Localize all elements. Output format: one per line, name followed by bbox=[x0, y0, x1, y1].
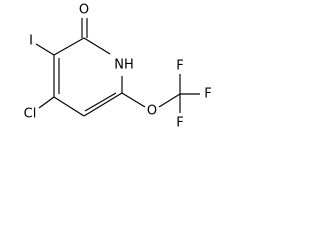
bond-c2-n1 bbox=[83, 37, 111, 55]
substituent-bonds bbox=[35, 18, 200, 113]
oxygen-carbonyl-label: O bbox=[79, 3, 89, 18]
fluorine-bottom-label: F bbox=[176, 116, 183, 131]
bond-o-cf3 bbox=[158, 93, 181, 108]
fluorine-top-label: F bbox=[176, 59, 183, 74]
ring-bonds bbox=[53, 37, 123, 117]
fluorine-right-label: F bbox=[204, 87, 211, 102]
bond-c6-c5-inner bbox=[84, 92, 117, 112]
chlorine-label: Cl bbox=[24, 107, 37, 122]
atom-labels: O NH I Cl O F F F bbox=[24, 3, 212, 131]
bond-c3-c2 bbox=[53, 37, 85, 56]
bond-c5-c4 bbox=[53, 96, 85, 117]
iodine-label: I bbox=[29, 34, 33, 49]
structure-diagram: O NH I Cl O F F F bbox=[24, 3, 212, 131]
bond-c6-o bbox=[121, 92, 146, 108]
bond-c6-c5 bbox=[83, 92, 123, 117]
oxygen-ether-label: O bbox=[147, 104, 157, 119]
bond-c4-cl bbox=[38, 96, 55, 109]
bond-c3-i bbox=[35, 43, 55, 56]
nitrogen-ring-label: NH bbox=[114, 58, 134, 73]
